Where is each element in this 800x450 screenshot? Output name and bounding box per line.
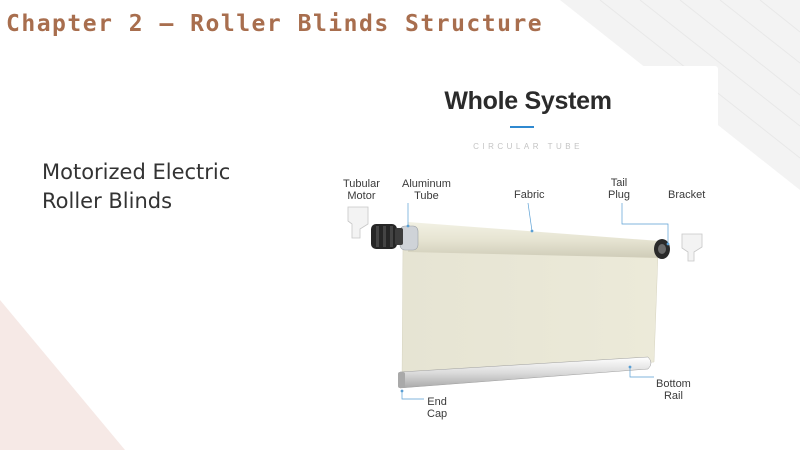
tubular-motor	[371, 224, 403, 249]
fabric-roll	[408, 222, 664, 258]
blind-illustration	[347, 202, 703, 400]
subtitle-line-2: Roller Blinds	[42, 189, 173, 213]
roller-blind-diagram: Whole System CIRCULAR TUBE	[338, 66, 718, 444]
tail-plug	[654, 239, 670, 259]
figure-title-underline	[510, 126, 534, 128]
left-bracket	[347, 206, 369, 239]
figure-subtitle: CIRCULAR TUBE	[473, 142, 583, 151]
label-tubular-motor: Tubular Motor	[343, 178, 380, 202]
subtitle-line-1: Motorized Electric	[42, 160, 231, 184]
end-cap	[398, 372, 405, 388]
right-bracket	[681, 233, 703, 262]
label-bottom-rail: Bottom Rail	[656, 378, 691, 402]
label-end-cap: End Cap	[427, 396, 448, 420]
bottom-left-shape	[0, 300, 125, 450]
label-tail-plug: Tail Plug	[608, 177, 631, 201]
figure-title: Whole System	[444, 87, 612, 115]
label-fabric: Fabric	[514, 189, 545, 201]
chapter-title: Chapter 2 – Roller Blinds Structure	[6, 11, 544, 37]
leader-lines	[401, 202, 669, 400]
leader-dots	[400, 224, 670, 393]
bottom-rail	[399, 356, 652, 389]
label-bracket: Bracket	[668, 189, 706, 201]
label-aluminum-tube: Aluminum Tube	[402, 178, 451, 202]
slide-subtitle: Motorized Electric Roller Blinds	[42, 158, 230, 216]
